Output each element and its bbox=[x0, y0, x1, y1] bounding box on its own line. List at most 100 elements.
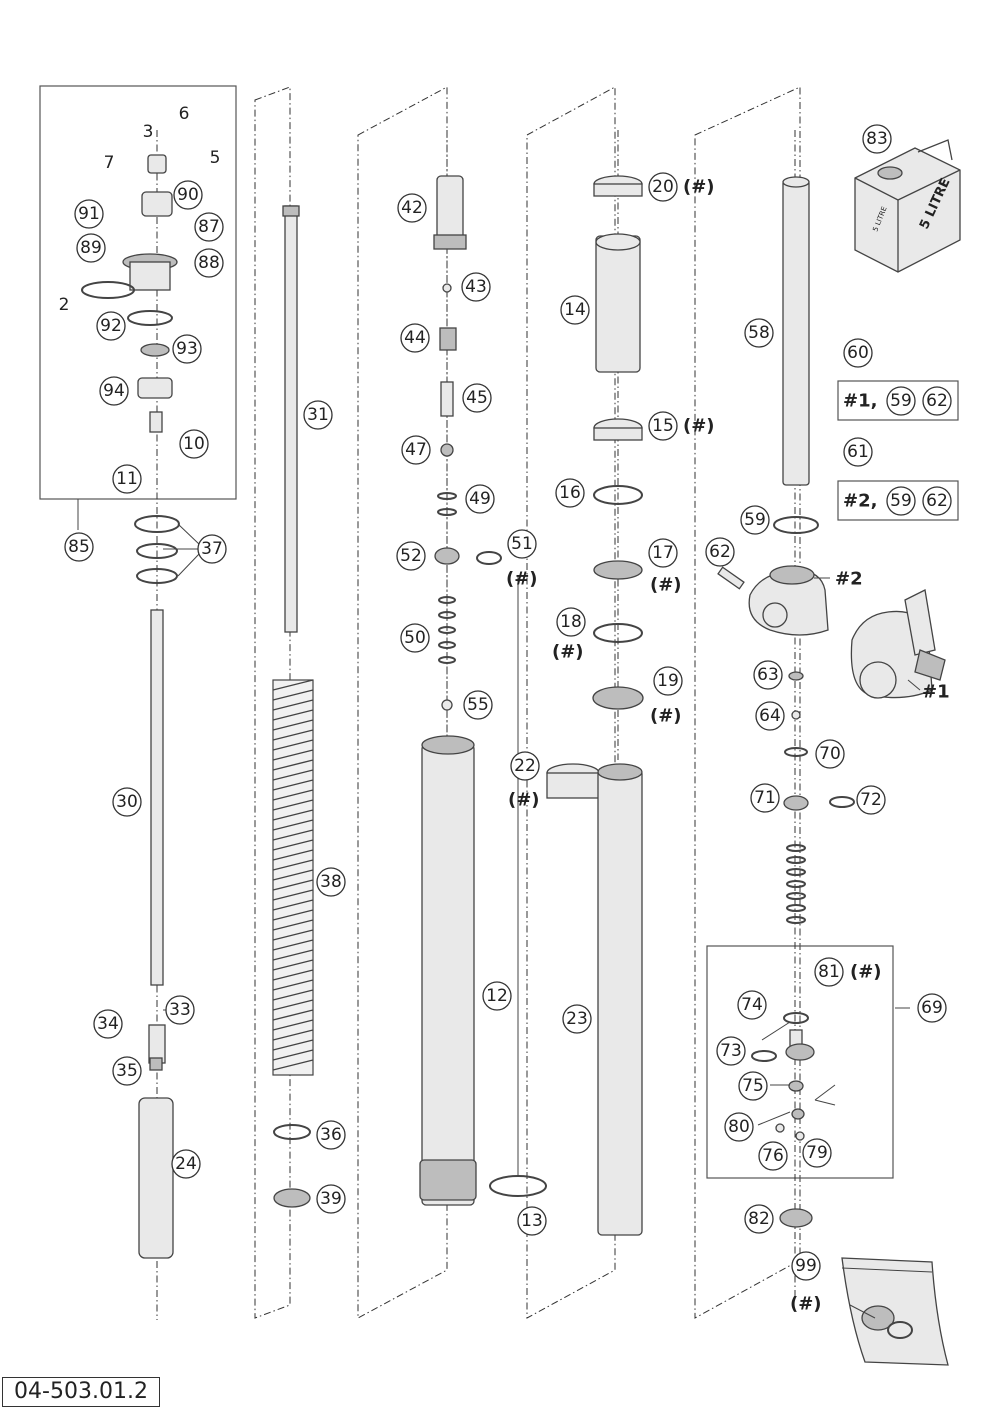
part-label-circle bbox=[482, 981, 512, 1011]
kit-ref-circle bbox=[922, 386, 952, 416]
part-label-circle bbox=[465, 484, 495, 514]
part-label-circle bbox=[112, 1056, 142, 1086]
part-number: 94 bbox=[103, 381, 125, 401]
part-label-69: 69 bbox=[917, 993, 947, 1023]
part-label-circle bbox=[74, 199, 104, 229]
kit-note-61-text: #2, bbox=[843, 491, 877, 512]
part-label-circle bbox=[194, 212, 224, 242]
part-label-15: 15 bbox=[648, 411, 678, 441]
part-label-45: 45 bbox=[462, 383, 492, 413]
part-label-75: 75 bbox=[738, 1071, 768, 1101]
kit-note-60-label: 60 59 62 bbox=[843, 338, 952, 416]
part-number: 47 bbox=[405, 440, 427, 460]
part-number: 72 bbox=[860, 790, 882, 810]
part-label-85: 85 bbox=[64, 532, 94, 562]
part-number: 64 bbox=[759, 706, 781, 726]
part-number: 82 bbox=[748, 1209, 770, 1229]
part-label-36: 36 bbox=[316, 1120, 346, 1150]
part-label-circle bbox=[165, 995, 195, 1025]
damper-assembly-box bbox=[706, 945, 894, 1179]
part-label-circle bbox=[194, 248, 224, 278]
column-2-parts bbox=[272, 205, 314, 1208]
part-label-35: 35 bbox=[112, 1056, 142, 1086]
part-number: 14 bbox=[564, 300, 586, 320]
part-label-92: 92 bbox=[96, 311, 126, 341]
part-label-circle bbox=[112, 464, 142, 494]
hash-marker-15: (#) bbox=[683, 416, 715, 437]
part-label-3: 3 bbox=[143, 122, 154, 142]
kit-ref-number: 62 bbox=[926, 391, 948, 411]
part-label-38: 38 bbox=[316, 867, 346, 897]
part-label-circle bbox=[917, 993, 947, 1023]
part-label-circle bbox=[303, 400, 333, 430]
part-label-circle bbox=[737, 990, 767, 1020]
part-number: 58 bbox=[748, 323, 770, 343]
part-number: 36 bbox=[320, 1125, 342, 1145]
part-number: 87 bbox=[198, 217, 220, 237]
part-label-50: 50 bbox=[400, 623, 430, 653]
part-label-19: 19 bbox=[653, 666, 683, 696]
part-number: 30 bbox=[116, 792, 138, 812]
part-label-59: 59 bbox=[740, 505, 770, 535]
kit-ref-circle bbox=[886, 486, 916, 516]
part-label-22: 22 bbox=[510, 751, 540, 781]
part-number: 80 bbox=[728, 1117, 750, 1137]
part-label-30: 30 bbox=[112, 787, 142, 817]
part-label-87: 87 bbox=[194, 212, 224, 242]
part-label-circle bbox=[400, 623, 430, 653]
part-label-circle bbox=[716, 1036, 746, 1066]
part-label-circle bbox=[400, 323, 430, 353]
part-number: 6 bbox=[179, 104, 190, 124]
part-label-5: 5 bbox=[210, 148, 221, 168]
part-label-74: 74 bbox=[737, 990, 767, 1020]
part-label-43: 43 bbox=[461, 272, 491, 302]
part-number: 73 bbox=[720, 1041, 742, 1061]
part-number: 42 bbox=[401, 198, 423, 218]
part-number: 55 bbox=[467, 695, 489, 715]
part-label-20: 20 bbox=[648, 172, 678, 202]
part-label-circle bbox=[856, 785, 886, 815]
part-label-17: 17 bbox=[648, 538, 678, 568]
part-number: 20 bbox=[652, 177, 674, 197]
part-label-circle bbox=[99, 376, 129, 406]
part-label-circle bbox=[560, 295, 590, 325]
assembly-column-frames bbox=[254, 86, 801, 1319]
part-number: 60 bbox=[847, 343, 869, 363]
part-number: 24 bbox=[175, 1154, 197, 1174]
part-label-circle bbox=[648, 172, 678, 202]
part-label-circle bbox=[507, 529, 537, 559]
part-label-circle bbox=[648, 411, 678, 441]
part-label-circle bbox=[843, 437, 873, 467]
kit-ref-circle bbox=[922, 486, 952, 516]
part-label-circle bbox=[555, 478, 585, 508]
part-label-99: 99 bbox=[791, 1251, 821, 1281]
part-callouts: 2356710111213141516171819202223243031333… bbox=[59, 104, 952, 1281]
part-number: 39 bbox=[320, 1189, 342, 1209]
part-number: 10 bbox=[183, 434, 205, 454]
part-number: 91 bbox=[78, 204, 100, 224]
part-label-62: 62 bbox=[705, 537, 735, 567]
part-label-circle bbox=[744, 1204, 774, 1234]
leader-lines bbox=[77, 499, 921, 1319]
part-number: 31 bbox=[307, 405, 329, 425]
kit-ref-number: 59 bbox=[890, 391, 912, 411]
part-number: 43 bbox=[465, 277, 487, 297]
part-number: 75 bbox=[742, 1076, 764, 1096]
part-number: 71 bbox=[754, 788, 776, 808]
part-label-2: 2 bbox=[59, 295, 70, 315]
part-label-14: 14 bbox=[560, 295, 590, 325]
column-3-parts bbox=[419, 130, 600, 1206]
part-label-circle bbox=[112, 787, 142, 817]
part-label-93: 93 bbox=[172, 334, 202, 364]
part-label-circle bbox=[96, 311, 126, 341]
part-number: 34 bbox=[97, 1014, 119, 1034]
part-label-circle bbox=[562, 1004, 592, 1034]
part-number: 83 bbox=[866, 129, 888, 149]
part-label-63: 63 bbox=[753, 660, 783, 690]
oil-canister: 5 LITRE 5 LITRE bbox=[854, 139, 961, 273]
part-number: 79 bbox=[806, 1143, 828, 1163]
part-number: 99 bbox=[795, 1256, 817, 1276]
hash-marker-51: (#) bbox=[506, 569, 538, 590]
hash-marker-19: (#) bbox=[650, 706, 682, 727]
